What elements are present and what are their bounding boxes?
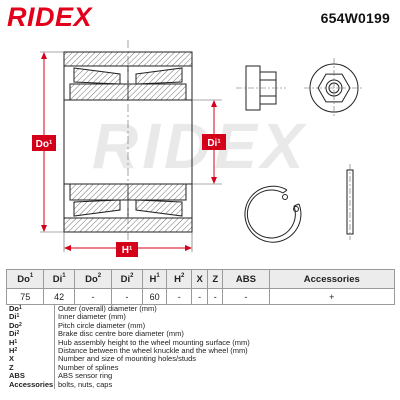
value-accessories: + bbox=[268, 288, 396, 305]
legend-key: X bbox=[6, 355, 55, 364]
value-do1: 75 bbox=[5, 288, 45, 305]
legend-description: Brake disc centre bore diameter (mm) bbox=[58, 329, 184, 339]
watermark: RIDEX bbox=[92, 110, 308, 182]
spec-header-row: Do1 Di1 Do2 Di2 H1 H2 X Z ABS Accessorie… bbox=[5, 269, 396, 289]
legend-key: Do2 bbox=[6, 321, 55, 331]
spec-table: Do1 Di1 Do2 Di2 H1 H2 X Z ABS Accessorie… bbox=[5, 269, 396, 305]
legend-description: Pitch circle diameter (mm) bbox=[58, 320, 146, 330]
circlip-side-icon bbox=[346, 164, 354, 240]
legend-row: Accessories bolts, nuts, caps bbox=[6, 379, 395, 390]
header-di1: Di1 bbox=[43, 269, 75, 289]
legend-key: H1 bbox=[6, 338, 55, 348]
legend-row: H2 Distance between the wheel knuckle an… bbox=[6, 346, 395, 356]
header-z: Z bbox=[207, 269, 224, 289]
legend-description: Inner diameter (mm) bbox=[58, 312, 126, 322]
legend-key: Z bbox=[6, 363, 55, 373]
legend-row: Do2 Pitch circle diameter (mm) bbox=[6, 320, 395, 331]
value-di1: 42 bbox=[43, 288, 75, 305]
height-dimension: H¹ bbox=[63, 232, 193, 257]
legend-table: Do1 Outer (overall) diameter (mm) Di1 In… bbox=[6, 304, 395, 390]
legend-key: H2 bbox=[6, 346, 55, 356]
value-h2: - bbox=[166, 288, 193, 305]
legend-key: Do1 bbox=[6, 304, 55, 314]
legend-row: X Number and size of mounting holes/stud… bbox=[6, 354, 395, 364]
inner-diameter-label: Di¹ bbox=[207, 138, 221, 149]
value-di2: - bbox=[111, 288, 143, 305]
ridex-logo: RIDEX bbox=[7, 3, 94, 29]
legend-row: ABS ABS sensor ring bbox=[6, 371, 395, 381]
legend-key: Di1 bbox=[6, 313, 55, 322]
legend-description: Number of splines bbox=[58, 362, 119, 372]
outer-diameter-label: Do¹ bbox=[36, 139, 53, 150]
header-x: X bbox=[191, 269, 209, 289]
header-di2: Di2 bbox=[111, 269, 143, 289]
legend-description: Hub assembly height to the wheel mountin… bbox=[58, 337, 250, 347]
outer-diameter-dimension: Do¹ bbox=[32, 51, 64, 233]
brand-logo-text: RIDEX bbox=[7, 3, 94, 29]
header-accessories: Accessories bbox=[268, 269, 396, 289]
legend-row: Z Number of splines bbox=[6, 362, 395, 373]
legend-row: Do1 Outer (overall) diameter (mm) bbox=[6, 304, 395, 314]
legend-row: Di2 Brake disc centre bore diameter (mm) bbox=[6, 329, 395, 339]
legend-row: H1 Hub assembly height to the wheel moun… bbox=[6, 337, 395, 348]
legend-row: Di1 Inner diameter (mm) bbox=[6, 312, 395, 322]
header-abs: ABS bbox=[222, 269, 270, 289]
header-h2: H2 bbox=[166, 269, 193, 289]
part-number: 654W0199 bbox=[320, 10, 390, 26]
header-h1: H1 bbox=[141, 269, 168, 289]
legend-description: bolts, nuts, caps bbox=[58, 379, 113, 389]
value-h1: 60 bbox=[141, 288, 168, 305]
legend-description: Outer (overall) diameter (mm) bbox=[58, 304, 157, 313]
legend-key: Accessories bbox=[6, 380, 55, 390]
spec-value-row: 75 42 - - 60 - - - - + bbox=[5, 288, 396, 305]
value-z: - bbox=[207, 288, 224, 305]
value-x: - bbox=[191, 288, 209, 305]
legend-description: Number and size of mounting holes/studs bbox=[58, 354, 196, 364]
value-abs: - bbox=[222, 288, 270, 305]
inner-diameter-dimension: Di¹ bbox=[192, 99, 226, 185]
value-do2: - bbox=[73, 288, 113, 305]
legend-key: Di2 bbox=[6, 330, 55, 339]
technical-drawing: RIDEX Do¹ bbox=[32, 40, 364, 257]
circlip-ring-icon bbox=[244, 185, 302, 243]
flanged-nut-front-icon bbox=[304, 58, 364, 118]
legend-description: ABS sensor ring bbox=[58, 371, 113, 381]
flanged-nut-side-icon bbox=[236, 65, 286, 111]
header-do1: Do1 bbox=[5, 269, 45, 289]
height-label: H¹ bbox=[122, 245, 133, 256]
legend-description: Distance between the wheel knuckle and t… bbox=[58, 346, 248, 356]
header-do2: Do2 bbox=[73, 269, 113, 289]
legend-key: ABS bbox=[6, 372, 55, 381]
